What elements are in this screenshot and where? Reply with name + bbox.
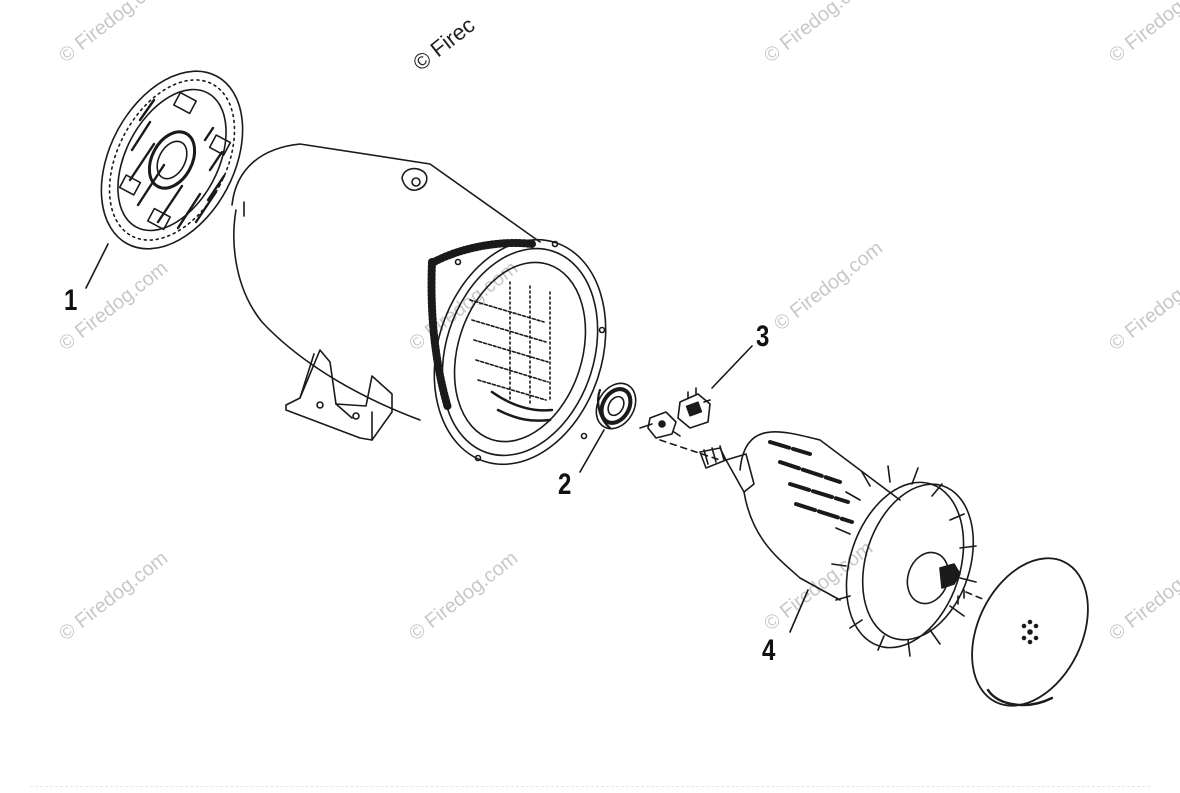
stator-frame	[231, 143, 607, 466]
rotor-assembly	[699, 431, 977, 657]
leader-line-1	[85, 243, 109, 289]
bottom-divider	[30, 786, 1150, 787]
end-bracket	[100, 70, 244, 250]
leader-line-2	[579, 429, 605, 473]
bearing	[595, 382, 637, 430]
callout-4: 4	[762, 634, 776, 667]
callout-3: 3	[756, 320, 770, 353]
fan-disc	[971, 557, 1089, 707]
leader-line-4	[789, 589, 809, 633]
callout-2: 2	[558, 468, 572, 501]
leader-line-3	[711, 345, 753, 389]
axis-line	[965, 591, 986, 601]
axis-line	[659, 439, 721, 461]
bridge-rectifier	[639, 387, 711, 439]
callout-1: 1	[64, 284, 78, 317]
